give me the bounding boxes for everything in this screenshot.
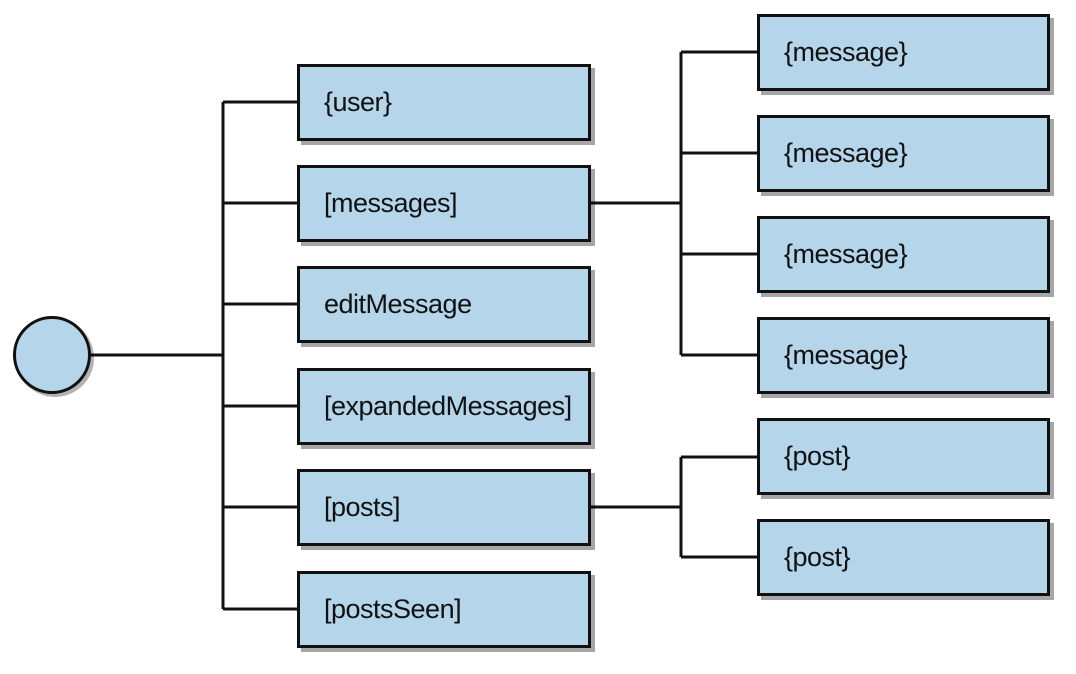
- node-label: {message}: [784, 138, 908, 168]
- node-post-1: {post}: [757, 418, 1050, 495]
- node-label: [messages]: [324, 188, 458, 218]
- node-messages: [messages]: [297, 165, 591, 242]
- node-posts-seen: [postsSeen]: [297, 571, 591, 648]
- node-label: [expandedMessages]: [324, 391, 572, 421]
- node-label: {message}: [784, 340, 908, 370]
- node-label: [postsSeen]: [324, 594, 462, 624]
- node-message-4: {message}: [757, 317, 1050, 394]
- node-message-3: {message}: [757, 216, 1050, 293]
- root-node: [13, 316, 91, 394]
- node-edit-message: editMessage: [297, 266, 591, 343]
- node-label: {post}: [784, 542, 851, 572]
- node-message-2: {message}: [757, 115, 1050, 192]
- node-message-1: {message}: [757, 14, 1050, 91]
- node-label: {message}: [784, 37, 908, 67]
- node-label: editMessage: [324, 289, 472, 319]
- node-label: {user}: [324, 87, 392, 117]
- node-posts: [posts]: [297, 469, 591, 546]
- node-label: {message}: [784, 239, 908, 269]
- node-label: [posts]: [324, 492, 401, 522]
- node-post-2: {post}: [757, 519, 1050, 596]
- node-expanded-messages: [expandedMessages]: [297, 368, 591, 445]
- node-label: {post}: [784, 441, 851, 471]
- node-user: {user}: [297, 64, 591, 141]
